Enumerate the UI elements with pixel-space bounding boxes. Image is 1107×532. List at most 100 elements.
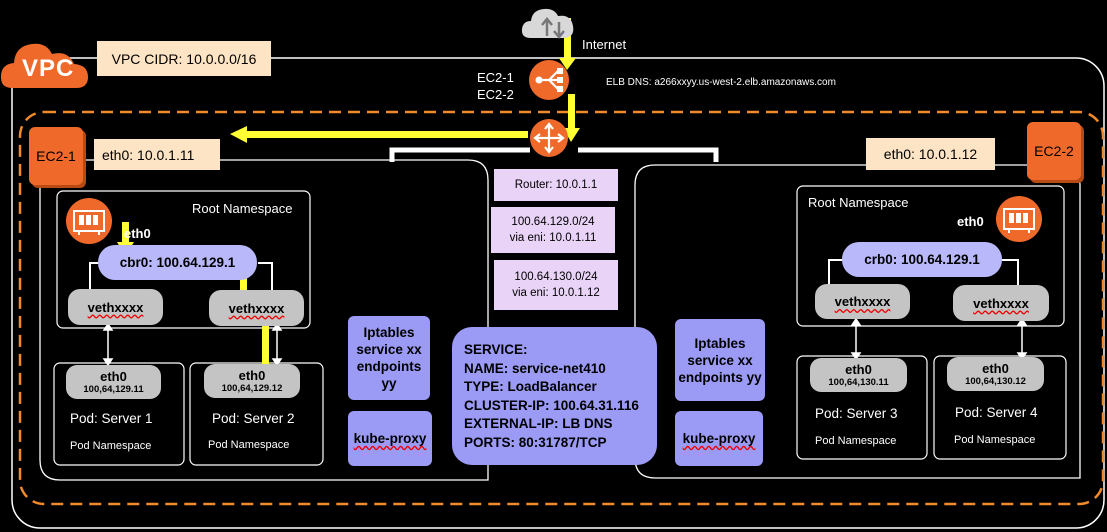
vpc-logo-text: VPC [22, 55, 75, 82]
internet-label: Internet [582, 37, 627, 52]
internet-cloud-icon [521, 8, 574, 39]
node1-veth-2: vethxxxx [209, 290, 304, 326]
node1-eth0-label: eth0: 10.0.1.11 [94, 139, 220, 170]
root-ns-box-1 [56, 190, 311, 329]
root-ns-box-2 [796, 185, 1065, 327]
node1-veth-2-label: vethxxxx [228, 300, 285, 316]
node2-iptables-line-2: service xx [687, 352, 753, 368]
pod2-namespace: Pod Namespace [208, 439, 290, 451]
route-1-cidr: 100.64.129.0/24 [511, 216, 595, 228]
route-2-cidr: 100.64.130.0/24 [514, 271, 598, 283]
node2-iptables: Iptables service xx endpoints yy [675, 319, 765, 401]
node1-boundary [39, 159, 489, 481]
node2-bridge-label: crb0: 100.64.129.1 [864, 252, 980, 267]
node2-veth-2-label: vethxxxx [973, 295, 1029, 311]
node1-nic-label: eth0 [124, 226, 151, 241]
vpc-boundary [11, 57, 1105, 529]
cluster-boundary [18, 110, 1105, 506]
node1-kube-proxy: kube-proxy [348, 411, 432, 466]
node2-veth-2: vethxxxx [953, 285, 1049, 321]
pod2-eth: eth0 100,64,129.12 [204, 364, 300, 398]
pod-box-1 [53, 362, 185, 466]
pod2-ip: 100,64,129.12 [221, 383, 283, 394]
node1-iptables: Iptables service xx endpoints yy [348, 316, 430, 400]
service-line-6: PORTS: 80:31787/TCP [464, 434, 607, 450]
vpc-cloud-logo [0, 43, 88, 88]
pod1-eth-name: eth0 [100, 369, 127, 384]
node2-nic-label: eth0 [957, 214, 984, 229]
node2-bridge: crb0: 100.64.129.1 [842, 242, 1002, 277]
flow-internet-to-elb [564, 18, 571, 60]
pod3-eth: eth0 100,64,130.11 [810, 358, 907, 392]
pod1-eth: eth0 100,64,129.11 [66, 365, 161, 399]
vpc-cidr-label: VPC CIDR: 10.0.0.0/16 [97, 41, 271, 76]
router-link-left [389, 147, 530, 162]
bridge-veth-left-1 [89, 262, 100, 290]
load-balancer-icon [529, 60, 569, 100]
elb-dns-label: ELB DNS: a266xxyy.us-west-2.elb.amazonaw… [606, 77, 836, 88]
node1-iptables-line-2: service xx [356, 342, 422, 357]
node2-eth0-label: eth0: 10.0.1.12 [866, 138, 995, 170]
node1-kube-proxy-label: kube-proxy [353, 431, 427, 446]
node1-nic-icon [66, 198, 112, 244]
pod4-namespace: Pod Namespace [954, 434, 1036, 446]
pod4-name: Pod: Server 4 [955, 405, 1038, 420]
node1-tag: EC2-1 [29, 127, 83, 185]
node1-iptables-line-1: Iptables [363, 325, 415, 340]
elb-name-2: EC2-2 [477, 87, 514, 102]
service-line-4: CLUSTER-IP: 100.64.31.116 [464, 397, 639, 413]
node1-veth-1: vethxxxx [68, 289, 163, 325]
pod3-ip: 100,64,130.11 [828, 377, 889, 388]
pod3-namespace: Pod Namespace [815, 435, 897, 447]
node2-nic-icon [996, 196, 1042, 242]
pod-box-3 [796, 355, 928, 460]
pod4-eth-name: eth0 [982, 361, 1009, 376]
pod2-name: Pod: Server 2 [212, 411, 295, 426]
bridge-veth-left-2 [828, 259, 843, 285]
node1-root-ns-label: Root Namespace [192, 201, 293, 216]
route-entry-2: 100.64.130.0/24 via eni: 10.0.1.12 [494, 260, 618, 310]
node1-bridge: cbr0: 100.64.129.1 [98, 245, 257, 280]
bridge-veth-right-2 [1002, 259, 1019, 287]
service-line-3: TYPE: LoadBalancer [464, 379, 597, 394]
node2-kube-proxy: kube-proxy [675, 411, 763, 466]
service-line-1: SERVICE: [464, 342, 528, 357]
pod1-ip: 100,64,129.11 [83, 384, 144, 395]
router-link-right [578, 147, 719, 162]
pod2-eth-name: eth0 [238, 368, 266, 383]
pod1-namespace: Pod Namespace [70, 440, 152, 452]
node1-veth-1-label: vethxxxx [87, 299, 144, 315]
pod-box-4 [933, 355, 1067, 460]
pod1-name: Pod: Server 1 [70, 411, 153, 426]
route-entry-1: 100.64.129.0/24 via eni: 10.0.1.11 [491, 207, 615, 253]
flow-eth0-to-bridge [122, 222, 129, 244]
route-1-via: via eni: 10.0.1.11 [509, 232, 597, 244]
node2-iptables-line-3: endpoints yy [678, 369, 762, 385]
pod3-eth-name: eth0 [845, 362, 872, 377]
router-label: Router: 10.0.1.1 [494, 169, 618, 201]
flow-router-to-node1 [245, 131, 528, 138]
pod4-ip: 100,64,130.12 [965, 376, 1026, 387]
flow-elb-to-router [568, 94, 575, 130]
service-line-5: EXTERNAL-IP: LB DNS [464, 416, 613, 431]
flow-bridge-to-veth [240, 263, 247, 305]
node2-veth-1: vethxxxx [815, 284, 910, 319]
pod3-name: Pod: Server 3 [815, 406, 898, 421]
elb-name-1: EC2-1 [477, 70, 514, 85]
node2-kube-proxy-label: kube-proxy [682, 431, 756, 446]
pod4-eth: eth0 100,64,130.12 [947, 357, 1044, 391]
service-line-2: NAME: service-net410 [464, 360, 606, 376]
node2-tag: EC2-2 [1027, 122, 1081, 180]
bridge-veth-right-1 [258, 262, 273, 290]
router-icon [530, 119, 568, 157]
node1-iptables-line-3: endpoints yy [356, 359, 422, 391]
flow-veth-to-pod [262, 320, 269, 365]
route-2-via: via eni: 10.0.1.12 [512, 287, 600, 299]
node2-veth-1-label: vethxxxx [834, 294, 891, 309]
node2-iptables-line-1: Iptables [694, 335, 746, 351]
node2-root-ns-label: Root Namespace [808, 195, 909, 210]
service-box: SERVICE: NAME: service-net410 TYPE: Load… [452, 327, 657, 465]
node1-bridge-label: cbr0: 100.64.129.1 [119, 255, 236, 270]
pod-box-2 [189, 362, 324, 466]
